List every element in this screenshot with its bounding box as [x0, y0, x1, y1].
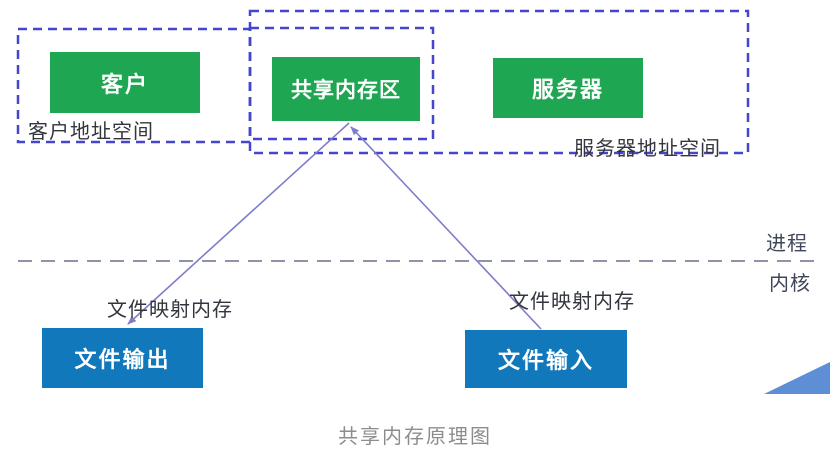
- server-box: 服务器: [493, 58, 643, 118]
- file-output-box: 文件输出: [42, 328, 203, 388]
- corner-decoration: [764, 362, 830, 394]
- file-input-box: 文件输入: [465, 330, 627, 388]
- client-box: 客户: [50, 52, 200, 113]
- file-mapped-memory-label-left: 文件映射内存: [107, 299, 233, 321]
- arrow-shared-to-file-output: [127, 122, 350, 325]
- diagram-caption: 共享内存原理图: [338, 426, 492, 448]
- client-address-space-label: 客户地址空间: [28, 121, 154, 143]
- server-address-space-label: 服务器地址空间: [574, 138, 721, 160]
- arrow-file-input-to-shared: [350, 126, 542, 330]
- shared-memory-border: [248, 26, 435, 141]
- kernel-label: 内核: [769, 273, 811, 295]
- process-label: 进程: [766, 233, 808, 255]
- file-mapped-memory-label-right: 文件映射内存: [509, 291, 635, 313]
- shared-memory-box: 共享内存区: [272, 57, 420, 121]
